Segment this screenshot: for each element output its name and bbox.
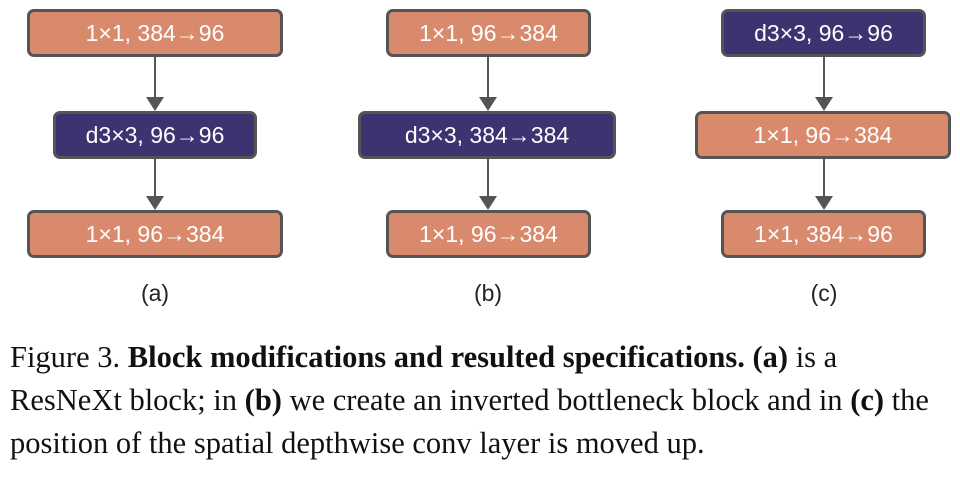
block-diagram: 1×1, 384→96 d3×3, 96→96 1×1, 96→384 (a) … [27,9,951,306]
caption-a-label: (a) [752,340,789,374]
panel-c-block-1: d3×3, 96→96 [721,9,926,57]
panel-c-arrow-2 [814,159,834,210]
caption-c-label: (c) [850,383,885,417]
panel-c-block-2: 1×1, 96→384 [695,111,951,159]
panel-b-arrow-2 [478,159,498,210]
caption-b-text: we create an inverted bottleneck block a… [289,383,843,417]
panel-b-block-3: 1×1, 96→384 [386,210,591,258]
panel-a-arrow-2 [145,159,165,210]
panel-b-label: (b) [473,280,503,306]
panel-a-label: (a) [140,280,170,306]
panel-a-block-3: 1×1, 96→384 [27,210,283,258]
panel-a-block-1: 1×1, 384→96 [27,9,283,57]
panel-c-label: (c) [810,280,838,306]
caption-b-label: (b) [244,383,282,417]
caption-c-text: the position of the spatial depthwise co… [10,383,929,460]
caption-a-text: is a ResNeXt block; in [10,340,838,417]
caption-figure-label: Figure 3. [10,340,121,374]
panel-c-block-3: 1×1, 384→96 [721,210,926,258]
panel-b-block-1: 1×1, 96→384 [386,9,591,57]
panel-c-arrow-1 [814,57,834,111]
panel-b-block-2: d3×3, 384→384 [358,111,616,159]
panel-a-arrow-1 [145,57,165,111]
panel-b-arrow-1 [478,57,498,111]
panel-a-block-2: d3×3, 96→96 [53,111,257,159]
figure-caption: Figure 3. Block modifications and result… [10,336,955,465]
caption-title: Block modifications and resulted specifi… [127,340,745,374]
